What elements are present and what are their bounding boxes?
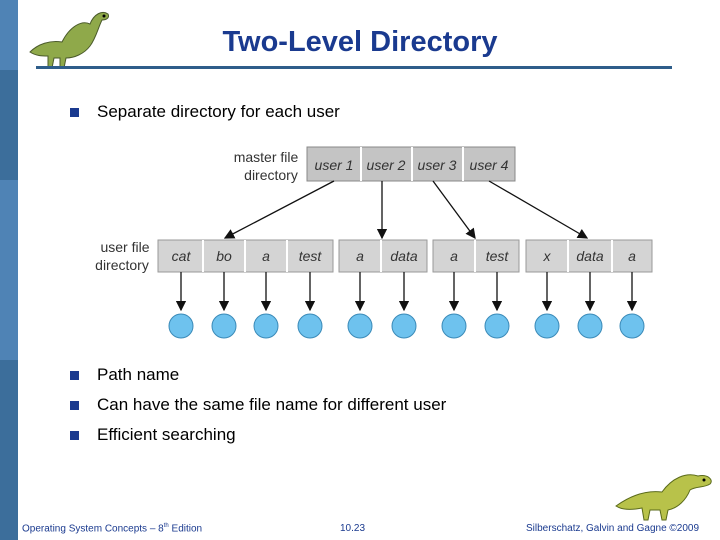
file-arrows bbox=[175, 272, 638, 312]
user-directory-label: user file bbox=[100, 239, 149, 255]
bullet-text: Can have the same file name for differen… bbox=[97, 395, 447, 414]
pointer-arrow bbox=[488, 180, 589, 239]
file-entry: cat bbox=[172, 248, 192, 264]
square-bullet-icon bbox=[70, 108, 79, 117]
file-node bbox=[297, 313, 323, 339]
master-entry: user 3 bbox=[418, 157, 457, 173]
bullet-text: Path name bbox=[97, 365, 180, 384]
file-node bbox=[534, 313, 560, 339]
footer-book-title: Operating System Concepts – 8th Edition bbox=[22, 523, 202, 534]
file-entry: a bbox=[262, 248, 270, 264]
file-node bbox=[347, 313, 373, 339]
footer-book-title-text: Operating System Concepts – 8 bbox=[22, 523, 164, 535]
master-entry: user 1 bbox=[315, 157, 354, 173]
slide-title: Two-Level Directory bbox=[222, 26, 498, 58]
file-node bbox=[484, 313, 510, 339]
bullet-text: Efficient searching bbox=[97, 425, 236, 444]
file-node bbox=[619, 313, 645, 339]
file-node bbox=[441, 313, 467, 339]
footer-page-number: 10.23 bbox=[340, 523, 366, 534]
file-entry: test bbox=[486, 248, 510, 264]
title-underline bbox=[36, 66, 672, 69]
square-bullet-icon bbox=[70, 401, 79, 410]
sidebar-band bbox=[0, 180, 18, 360]
user-directory-box bbox=[338, 239, 428, 273]
file-entry: data bbox=[390, 248, 417, 264]
file-entry: x bbox=[543, 248, 552, 264]
square-bullet-icon bbox=[70, 431, 79, 440]
footer-superscript: th bbox=[163, 523, 169, 529]
pointer-arrow bbox=[223, 180, 335, 239]
file-node bbox=[168, 313, 194, 339]
square-bullet-icon bbox=[70, 371, 79, 380]
sidebar-band bbox=[0, 0, 18, 70]
master-entry: user 4 bbox=[470, 157, 509, 173]
pointer-arrow bbox=[432, 180, 476, 240]
file-node bbox=[253, 313, 279, 339]
file-node bbox=[577, 313, 603, 339]
footer-copyright: Silberschatz, Galvin and Gagne ©2009 bbox=[526, 523, 700, 534]
file-entry: bo bbox=[216, 248, 232, 264]
file-entry: a bbox=[450, 248, 458, 264]
dinosaur-footer-icon bbox=[615, 474, 712, 521]
master-directory-label: master file bbox=[234, 149, 299, 165]
master-entry: user 2 bbox=[367, 157, 406, 173]
master-directory-label: directory bbox=[244, 167, 298, 183]
file-entry: test bbox=[299, 248, 323, 264]
user-directory-label: directory bbox=[95, 257, 149, 273]
user-directory-box bbox=[525, 239, 653, 273]
bullet-text: Separate directory for each user bbox=[97, 102, 340, 121]
dinosaur-logo-icon bbox=[29, 11, 109, 69]
left-sidebar-bar bbox=[0, 0, 18, 540]
file-nodes bbox=[168, 313, 645, 339]
file-entry: a bbox=[628, 248, 636, 264]
file-entry: data bbox=[576, 248, 603, 264]
file-node bbox=[391, 313, 417, 339]
file-entry: a bbox=[356, 248, 364, 264]
footer-book-title-suffix: Edition bbox=[168, 523, 203, 535]
file-node bbox=[211, 313, 237, 339]
